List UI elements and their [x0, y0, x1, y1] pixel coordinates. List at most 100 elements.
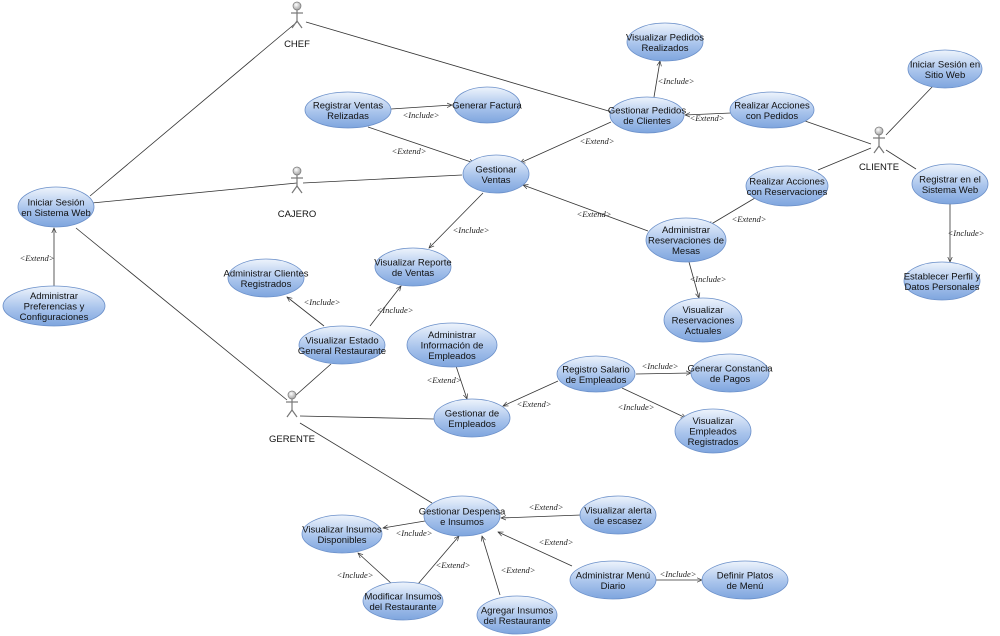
use-case-label: con Pedidos [746, 111, 799, 122]
use-case-ellipse [674, 408, 752, 454]
use-case-label: Información de [421, 341, 484, 352]
use-case-ellipse [433, 398, 511, 438]
include-label: <Include> [403, 110, 440, 120]
use-case-label: Registrar Ventas [313, 100, 383, 111]
use-case-label: Definir Platos [717, 570, 774, 581]
actor-label: CLIENTE [859, 162, 899, 173]
use-case-label: Gestionar Pedidos [608, 105, 686, 116]
use-case-label: Empleados [689, 427, 737, 438]
relation-line [621, 387, 686, 419]
actor-cajero[interactable]: CAJERO [278, 166, 317, 220]
use-case-generar-factura[interactable]: Generar Factura [452, 86, 523, 124]
actor-label: GERENTE [269, 434, 315, 445]
use-case-label: Establecer Perfil y [904, 271, 981, 282]
extend-label: <Extend> [435, 560, 470, 570]
use-case-ellipse [579, 495, 657, 535]
use-case-label: Gestionar [475, 164, 516, 175]
use-case-label: Visualizar Pedidos [626, 32, 704, 43]
actor-cliente[interactable]: CLIENTE [859, 126, 899, 173]
use-case-label: Generar Constancia [687, 363, 773, 374]
actor-head [292, 166, 302, 176]
relation-line [498, 531, 573, 567]
use-case-ellipse [453, 86, 521, 124]
use-case-label: Realizados [642, 43, 689, 54]
use-case-ellipse [569, 560, 657, 600]
use-case-label: Gestionar de [445, 408, 499, 419]
extend-label: <Extend> [689, 113, 724, 123]
actor-label: CAJERO [278, 209, 317, 220]
use-case-ellipse [406, 322, 498, 368]
extend-label: <Extend> [576, 209, 611, 219]
use-case-ellipse [374, 247, 452, 287]
use-case-ellipse [301, 514, 383, 554]
include-label: <Include> [690, 274, 727, 284]
extend-label: <Extend> [19, 253, 54, 263]
use-case-ellipse [663, 297, 743, 343]
use-case-label: Visualizar Estado [305, 335, 378, 346]
actor-gerente[interactable]: GERENTE [269, 390, 315, 445]
use-case-label: Visualizar [692, 416, 733, 427]
relation-line [685, 113, 732, 115]
actor-chef[interactable]: CHEF [284, 1, 310, 50]
relation-line [91, 182, 298, 204]
relation-line [455, 365, 467, 399]
actor-head [287, 390, 297, 400]
use-case-label: Registrar en el [919, 174, 981, 185]
relation-line [708, 197, 756, 226]
extend-label: <Extend> [516, 399, 551, 409]
relationship-labels: <Extend> <Include> <Extend> <Include> <Exten… [19, 76, 984, 580]
use-case-ellipse [609, 96, 685, 134]
use-case-ellipse [476, 595, 558, 635]
relation-line [294, 363, 332, 397]
extend-label: <Extend> [579, 136, 614, 146]
extend-label: <Extend> [500, 565, 535, 575]
use-case-ellipse [690, 353, 770, 393]
relation-line [520, 121, 612, 164]
use-case-ellipse [907, 49, 983, 89]
include-label: <Include> [377, 305, 414, 315]
actors: CHEF CAJERO CLIENTE GERENTE [269, 1, 899, 445]
use-case-label: en Sistema Web [21, 208, 91, 219]
use-case-label: Sistema Web [922, 185, 978, 196]
relation-line [302, 174, 463, 184]
relationship-lines [54, 21, 950, 596]
use-case-label: Iniciar Sesión [27, 197, 84, 208]
relation-line [635, 373, 691, 374]
use-case-label: Sitio Web [925, 70, 965, 81]
use-case-label: Administrar [30, 291, 78, 302]
use-case-ellipse [745, 165, 829, 207]
relation-line [688, 261, 699, 298]
use-case-label: del Restaurante [369, 602, 436, 613]
include-label: <Include> [658, 76, 695, 86]
use-case-label: Empleados [428, 351, 476, 362]
include-label: <Include> [618, 402, 655, 412]
